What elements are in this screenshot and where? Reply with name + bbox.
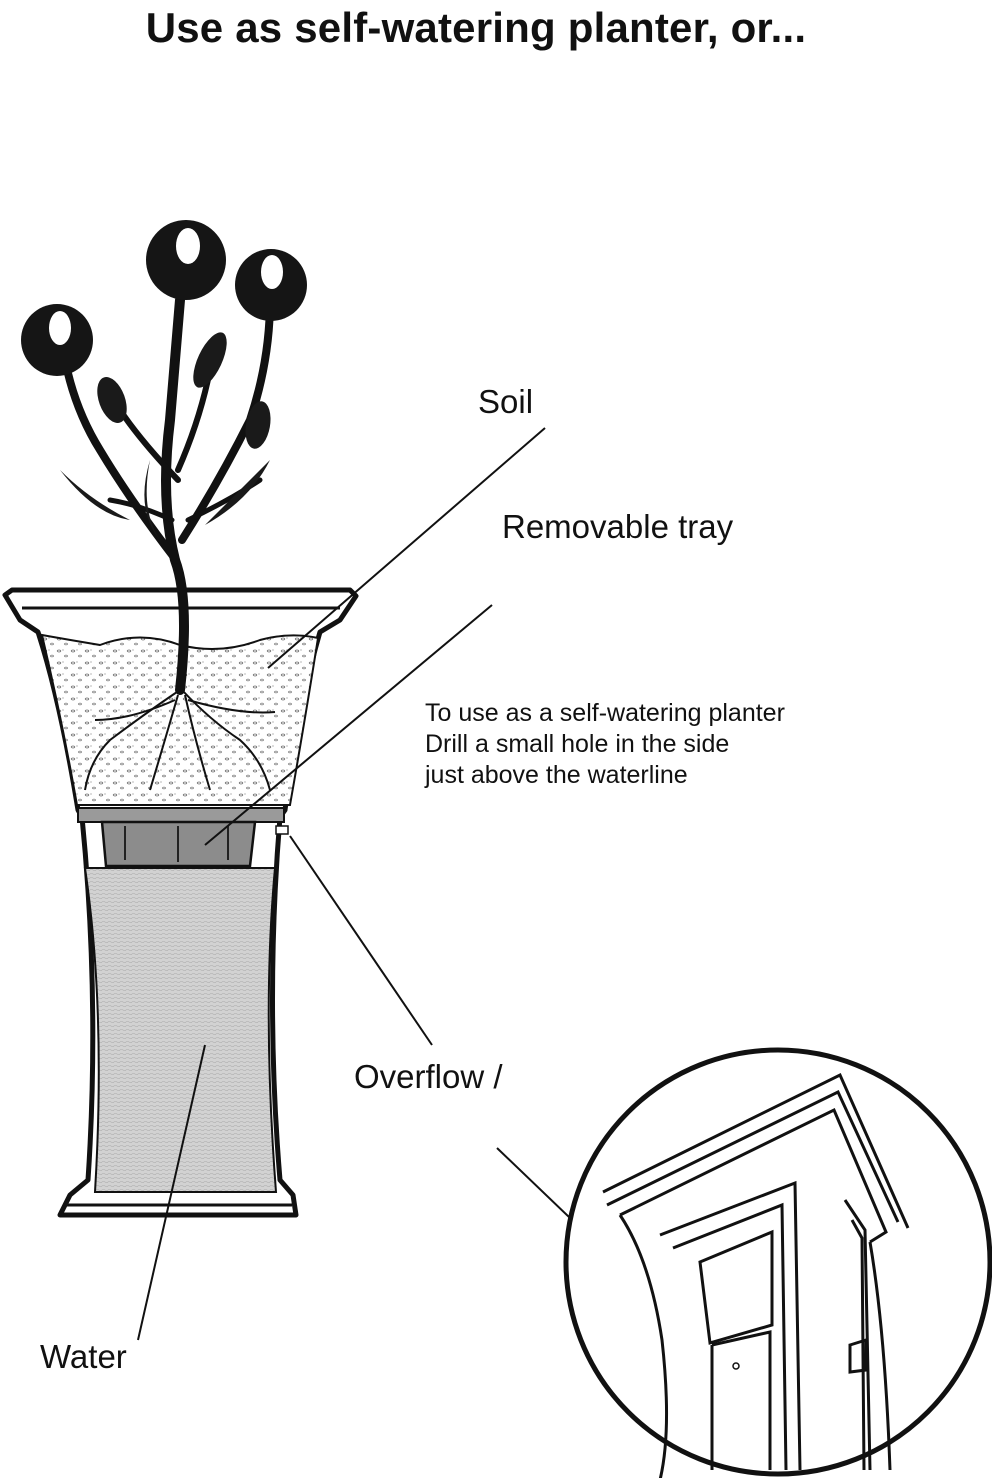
note-line-3: just above the waterline bbox=[425, 761, 688, 789]
label-soil: Soil bbox=[478, 383, 534, 420]
page-title: Use as self-watering planter, or... bbox=[145, 4, 807, 51]
tray-band bbox=[77, 807, 285, 823]
water-fill bbox=[83, 867, 278, 1193]
label-water: Water bbox=[40, 1338, 127, 1375]
magnified-detail-circle bbox=[563, 1047, 992, 1477]
label-removable-tray: Removable tray bbox=[502, 508, 734, 545]
instruction-note: To use as a self-watering planter Drill … bbox=[425, 698, 785, 791]
label-overflow: Overflow / bbox=[354, 1058, 503, 1095]
soil-fill bbox=[40, 633, 320, 806]
planter-detail bbox=[602, 1072, 910, 1478]
note-line-1: To use as a self-watering planter bbox=[425, 699, 785, 727]
note-line-2: Drill a small hole in the side bbox=[425, 730, 730, 758]
